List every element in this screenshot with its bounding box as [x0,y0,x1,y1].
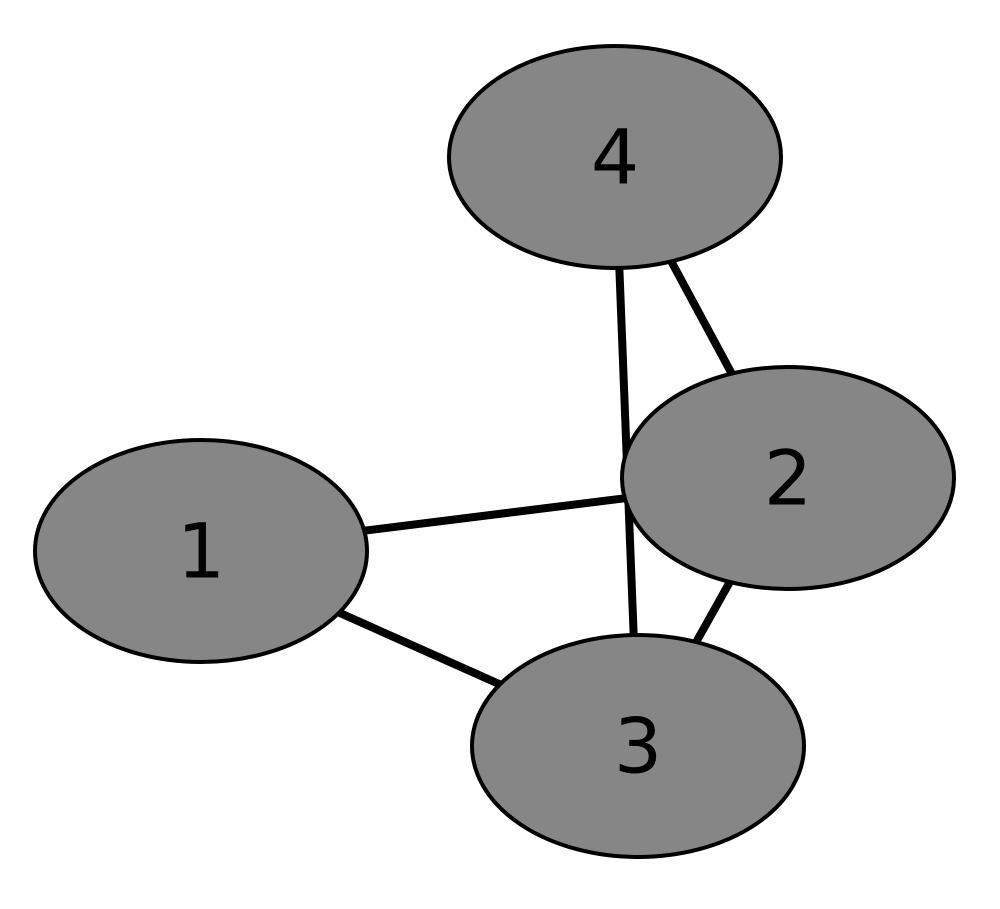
node-2-label: 2 [764,434,812,523]
node-3-ellipse [470,633,806,859]
node-1: 1 [33,438,369,664]
node-4-label: 4 [591,113,639,202]
node-4-ellipse [447,44,783,270]
node-1-label: 1 [177,507,225,596]
node-4: 4 [447,44,783,270]
node-3: 3 [470,633,806,859]
node-1-ellipse [33,438,369,664]
node-2: 2 [620,365,956,591]
nodes-layer: 1 2 3 4 [33,44,956,859]
node-3-label: 3 [614,702,662,791]
node-2-ellipse [620,365,956,591]
